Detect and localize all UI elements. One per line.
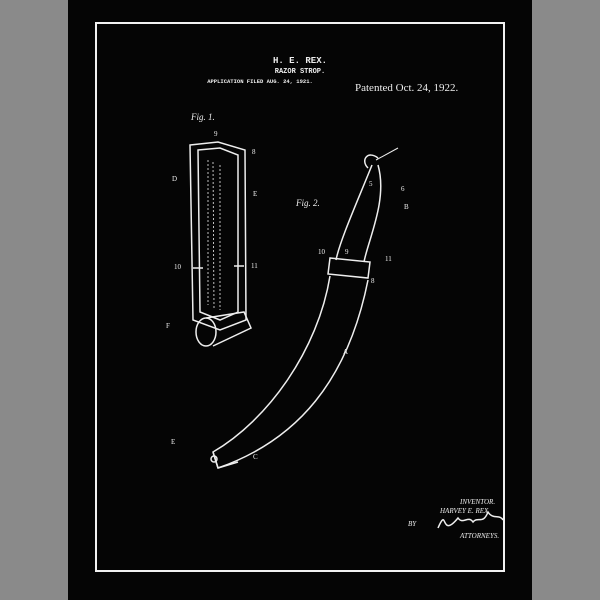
part-label: D bbox=[172, 175, 178, 183]
attorney-signature bbox=[437, 510, 504, 529]
part-label: B bbox=[404, 203, 409, 211]
part-label: E bbox=[253, 190, 258, 198]
part-label: 9 bbox=[345, 248, 349, 256]
figure-1 bbox=[189, 141, 252, 347]
attorneys-label: ATTORNEYS. bbox=[460, 532, 500, 540]
fig-2-label: Fig. 2. bbox=[296, 198, 320, 208]
figure-2 bbox=[210, 147, 399, 469]
part-label: 5 bbox=[369, 180, 373, 188]
patent-drawing bbox=[189, 141, 504, 529]
patented-date: Patented Oct. 24, 1922. bbox=[355, 82, 459, 94]
poster-border bbox=[95, 22, 505, 572]
part-label: C bbox=[253, 453, 258, 461]
part-label: 11 bbox=[251, 262, 258, 270]
part-label: F bbox=[166, 322, 170, 330]
part-label: 8 bbox=[252, 148, 256, 156]
part-label: 11 bbox=[385, 255, 392, 263]
part-label: 10 bbox=[318, 248, 325, 256]
patent-poster: H. E. REX. RAZOR STROP. APPLICATION FILE… bbox=[68, 0, 532, 600]
inventor-name: HARVEY E. REX bbox=[440, 507, 489, 515]
application-date: APPLICATION FILED AUG. 24, 1921. bbox=[207, 78, 313, 85]
part-label: A bbox=[343, 348, 349, 356]
part-label: 8 bbox=[371, 277, 375, 285]
by-label: BY bbox=[408, 520, 417, 528]
inventor-header: H. E. REX. bbox=[272, 56, 327, 66]
patent-title: RAZOR STROP. bbox=[274, 68, 326, 76]
part-label: 10 bbox=[174, 263, 181, 271]
part-label: 9 bbox=[214, 130, 218, 138]
inventor-label: INVENTOR. bbox=[460, 498, 496, 506]
part-label: E bbox=[171, 438, 176, 446]
fig-1-label: Fig. 1. bbox=[191, 112, 215, 122]
part-label: 6 bbox=[401, 185, 405, 193]
